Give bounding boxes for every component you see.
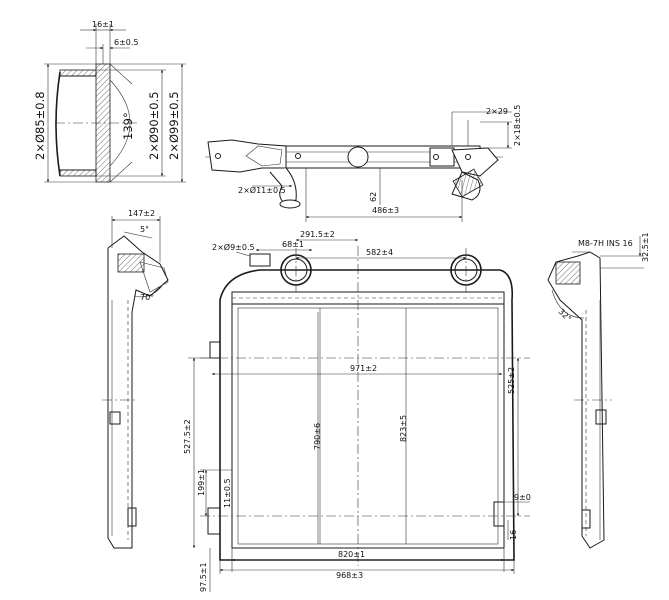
dim-front-hole-9: 2×Ø9±0.5: [212, 242, 255, 252]
dim-front-68: 68±1: [282, 240, 304, 249]
top-right-outlet: [451, 147, 499, 177]
front-view: 291.5±2 68±1 582±4 2×Ø9±0.5 971±2 525±2 …: [183, 230, 531, 592]
top-left-inlet: [207, 139, 287, 173]
flange-section-view: 16±1 6±0.5 2×Ø85±0.8 139° 2×Ø90±0.5 2×Ø9…: [33, 20, 186, 183]
dim-front-525: 525±2: [507, 367, 516, 394]
dim-right-thread: M8-7H INS 16: [578, 239, 633, 248]
dim-side-70: 70°: [140, 293, 154, 302]
front-outer-frame: [219, 269, 515, 561]
dim-front-790: 790±6: [313, 423, 322, 450]
right-side-body: [547, 251, 605, 549]
top-center-boss: [347, 146, 369, 168]
dim-top-hole: 2×Ø11±0.5: [238, 185, 286, 195]
right-side-view: M8-7H INS 16 32.5±1 32°: [547, 232, 650, 549]
dim-flange-depth: 16±1: [92, 20, 114, 29]
dim-front-9: 9±0: [514, 493, 531, 502]
dim-front-820: 820±1: [338, 550, 365, 559]
dim-dia-outer: 2×Ø99±0.5: [167, 91, 181, 160]
dim-side-147: 147±2: [128, 209, 155, 218]
dim-side-5: 5°: [140, 225, 149, 234]
dim-top-18: 2×18±0.5: [513, 105, 522, 146]
pipe-wall-bottom: [59, 169, 97, 177]
dim-top-486: 486±3: [372, 206, 399, 215]
dim-front-11: 11±0.5: [223, 478, 232, 508]
dim-front-199: 199±1: [197, 469, 206, 496]
dim-front-968: 968±3: [336, 571, 363, 580]
dim-front-582: 582±4: [366, 248, 393, 257]
dim-dia-inner: 2×Ø85±0.8: [33, 91, 47, 160]
dim-flange-lip: 6±0.5: [114, 38, 139, 47]
dim-front-291: 291.5±2: [300, 230, 335, 239]
dim-front-971: 971±2: [350, 364, 377, 373]
dim-angle-139: 139°: [121, 112, 135, 140]
dim-front-975: 97.5±1: [199, 562, 208, 592]
front-core: [231, 303, 505, 549]
dim-right-325: 32.5±1: [641, 232, 650, 262]
dim-top-62: 62: [369, 192, 378, 202]
dim-front-823: 823±5: [399, 415, 408, 442]
dim-dia-mid: 2×Ø90±0.5: [147, 91, 161, 160]
dim-top-29: 2×29: [486, 107, 508, 116]
top-view: 486±3 62 2×Ø11±0.5 2×29 2×18±0.5: [205, 105, 522, 222]
pipe-end-curve: [55, 71, 61, 177]
dim-front-527: 527.5±2: [183, 419, 192, 454]
left-side-view: 147±2 5° 70°: [102, 209, 169, 549]
left-side-body: [107, 235, 169, 549]
dim-front-16: 16: [509, 530, 518, 540]
pipe-wall-top: [59, 69, 97, 77]
